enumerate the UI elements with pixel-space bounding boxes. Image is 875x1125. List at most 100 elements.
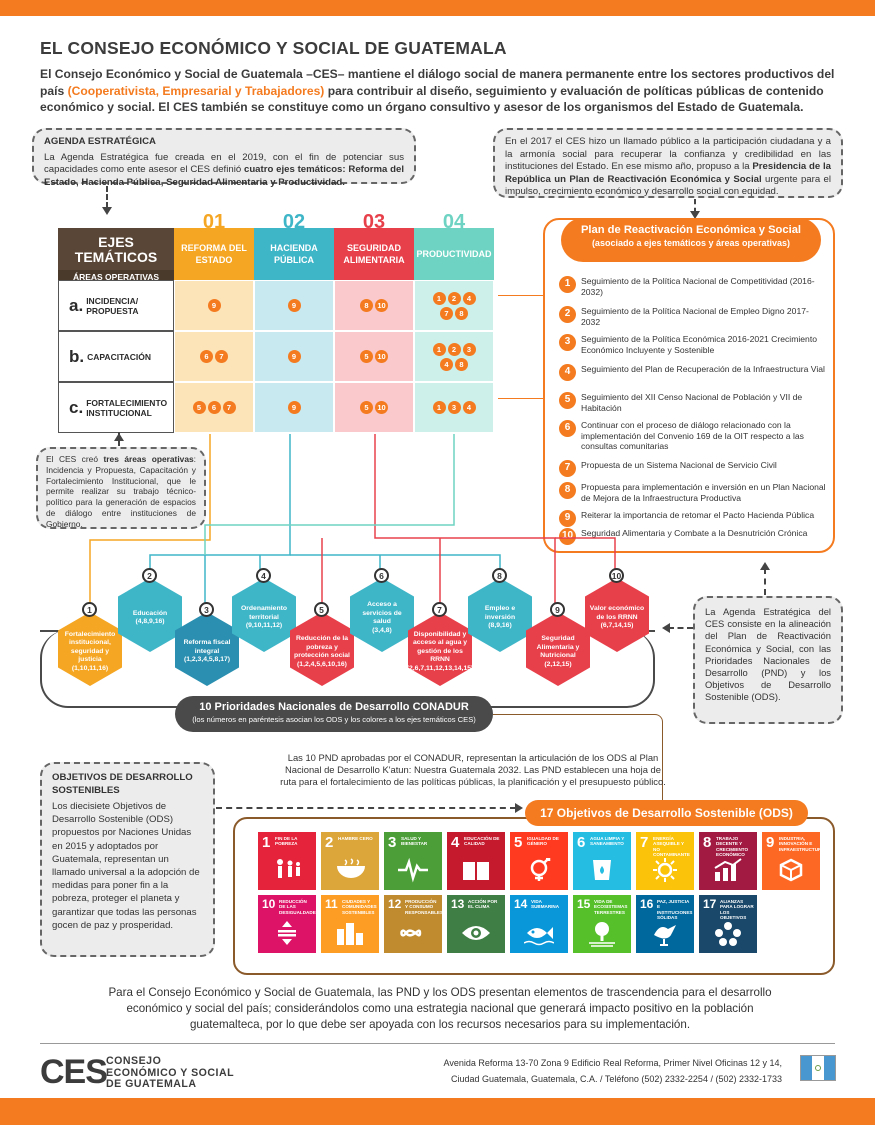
agenda-estrategica-box: AGENDA ESTRATÉGICA La Agenda Estratégica… — [32, 128, 416, 188]
plan-item-dot: 10 — [375, 350, 388, 363]
plan-item-dot: 5 — [360, 350, 373, 363]
alineacion-box: La Agenda Estratégica del CES consiste e… — [693, 596, 843, 724]
pnd-ods: (1,2,4,5,6,10,16) — [297, 660, 347, 668]
pnd-ods: (4,8,9,16) — [135, 618, 165, 625]
water-icon — [593, 860, 611, 880]
eje-header: SEGURIDAD ALIMENTARIA — [334, 228, 414, 280]
ods-number: 4 — [451, 834, 460, 851]
plan-item-text: Seguimiento del XII Censo Nacional de Po… — [581, 392, 803, 413]
eje-header: PRODUCTIVIDAD — [414, 228, 494, 280]
area-name: INCIDENCIA/ PROPUESTA — [86, 295, 139, 316]
pnd-number: 3 — [199, 602, 214, 617]
top-accent-bar — [0, 0, 875, 16]
plan-item-number: 9 — [559, 510, 576, 527]
intro-sectors: (Cooperativista, Empresarial y Trabajado… — [67, 83, 325, 98]
plan-item-text: Seguimiento del Plan de Recuperación de … — [581, 364, 825, 374]
ods-number: 3 — [388, 834, 397, 851]
page-title: EL CONSEJO ECONÓMICO Y SOCIAL DE GUATEMA… — [40, 38, 507, 58]
plan-item-dot: 10 — [375, 401, 388, 414]
ods-number: 14 — [514, 897, 528, 911]
pnd-label: Valor económico de los RRNN — [589, 605, 645, 621]
ods-tile: 15Vida de ecosistemas terrestres — [573, 895, 631, 953]
ods-tile: 12Producción y consumo responsables — [384, 895, 444, 953]
plan-item-dot: 1 — [432, 342, 446, 356]
plan-item-number: 4 — [559, 364, 576, 381]
pnd-hex-content: Valor económico de los RRNN(6,7,14,15) — [589, 605, 645, 631]
ods-label: Producción y consumo responsables — [405, 899, 444, 915]
pnd-hex-content: Reducción de la pobreza y protección soc… — [294, 635, 350, 669]
ods-number: 6 — [577, 834, 586, 851]
ejes-header: EJES TEMÁTICOS ÁREAS OPERATIVAS — [58, 228, 174, 284]
pnd-label: Ordenamiento territorial — [240, 605, 288, 621]
infinity-icon — [400, 929, 422, 937]
ods-tile: 11Ciudades y comunidades sostenibles — [321, 895, 379, 953]
ods-label: Hambre cero — [338, 836, 373, 841]
pnd-conadur-pill: 10 Prioridades Nacionales de Desarrollo … — [175, 696, 493, 732]
area-operativa-label: c.FORTALECIMIENTO INSTITUCIONAL — [58, 382, 174, 433]
pnd-ods: (2,12,15) — [544, 660, 572, 668]
ods-number: 10 — [262, 897, 276, 911]
llamado-connector — [694, 199, 696, 213]
agenda-text-main: La Agenda Estratégica fue creada en el 2… — [44, 151, 404, 176]
logo-name-line-3: DE GUATEMALA — [106, 1078, 197, 1090]
pnd-label: Acceso a servicios de salud — [362, 601, 402, 625]
pnd-ods: (1,2,3,4,5,8,17) — [183, 656, 231, 664]
plan-item-text: Seguridad Alimentaria y Combate a la Des… — [581, 528, 808, 538]
ods-info-title: OBJETIVOS DE DESARROLLO SOSTENIBLES — [52, 772, 193, 796]
plan-item-dot: 7 — [215, 350, 228, 363]
plan-item-dot: 5 — [192, 401, 206, 414]
matrix-cell: 9 — [254, 331, 334, 382]
pnd-number: 9 — [550, 602, 565, 617]
intro-text-end: para contribuir al diseño, seguimiento y… — [40, 83, 824, 115]
plan-item-dot: 7 — [222, 401, 236, 414]
ods-label: Paz, justicia e instituciones sólidas — [657, 899, 693, 921]
gender-icon — [530, 858, 551, 881]
ods-number: 5 — [514, 834, 523, 851]
pnd-hex-content: Disponibilidad y acceso al agua y gestió… — [408, 631, 472, 674]
flower-icon — [715, 922, 741, 946]
area-operativa-label: a.INCIDENCIA/ PROPUESTA — [58, 280, 174, 331]
agenda-text-bold: cuatro ejes temáticos: Reforma del Estad… — [44, 164, 405, 188]
fish-icon — [524, 927, 554, 946]
pnd-title: 10 Prioridades Nacionales de Desarrollo … — [199, 701, 469, 713]
ods-header: 17 Objetivos de Desarrollo Sostenible (O… — [525, 800, 808, 826]
matrix-plan-connector — [498, 295, 543, 296]
cubes-icon — [779, 858, 803, 882]
agenda-connector — [106, 186, 108, 208]
plan-item-number: 3 — [559, 334, 576, 351]
pnd-hex-content: Seguridad Alimentaria y Nutricional(2,12… — [530, 635, 586, 669]
areas-operativas-box: El CES creó tres áreas operativas: Incid… — [36, 447, 206, 529]
plan-item-text: Seguimiento de la Política Nacional de C… — [581, 276, 815, 297]
plan-item-dot: 4 — [462, 291, 476, 305]
heartbeat-icon — [398, 858, 428, 883]
pnd-number: 4 — [256, 568, 271, 583]
pnd-number: 10 — [609, 568, 624, 583]
ods-tile: 7Energía asequible y no contaminante — [636, 832, 694, 890]
llamado-text-end: urgente para el impulso, crecimiento eco… — [505, 173, 832, 198]
plan-item-dot: 4 — [440, 357, 453, 371]
intro-paragraph: El Consejo Económico y Social de Guatema… — [40, 66, 840, 116]
plan-item-dot: 9 — [207, 299, 221, 312]
ces-logo: CES — [40, 1053, 108, 1091]
book-icon — [463, 862, 489, 880]
pnd-hex-content: Empleo e inversión(8,9,16) — [472, 605, 528, 631]
area-operativa-label: b.CAPACITACIÓN — [58, 331, 174, 382]
plan-item-number: 8 — [559, 482, 576, 499]
ods-label: Alianzas para lograr los objetivos — [720, 899, 754, 921]
plan-item-text: Continuar con el proceso de diálogo rela… — [581, 420, 804, 451]
plan-item-dot: 9 — [287, 350, 301, 363]
llamado-2017-box: En el 2017 el CES hizo un llamado públic… — [493, 128, 843, 198]
plan-title: Plan de Reactivación Económica y Social — [580, 224, 802, 236]
tree-icon — [589, 922, 615, 947]
matrix-cell: 9 — [254, 382, 334, 433]
ods-number: 8 — [703, 834, 712, 851]
pnd-description: Las 10 PND aprobadas por el CONADUR, rep… — [280, 752, 666, 787]
plan-item-dot: 4 — [462, 401, 476, 414]
